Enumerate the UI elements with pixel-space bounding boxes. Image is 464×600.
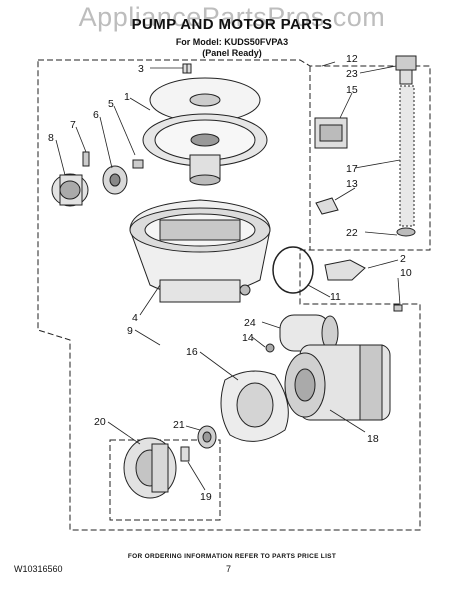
hose-assembly-part-17 xyxy=(395,55,417,237)
callout-24: 24 xyxy=(244,317,256,329)
callout-12: 12 xyxy=(346,53,358,65)
callout-6: 6 xyxy=(93,109,99,121)
callout-2: 2 xyxy=(400,253,406,265)
seal-part-5 xyxy=(132,159,144,169)
callout-13: 13 xyxy=(346,178,358,190)
callout-5: 5 xyxy=(108,98,114,110)
document-number: W10316560 xyxy=(14,564,63,574)
pump-cover-part-8 xyxy=(51,173,89,207)
callout-1: 1 xyxy=(124,91,130,103)
callout-11: 11 xyxy=(330,291,341,303)
model-line: For Model: KUDS50FVPA3 xyxy=(175,37,289,47)
callout-21: 21 xyxy=(173,419,185,431)
ordering-note: FOR ORDERING INFORMATION REFER TO PARTS … xyxy=(127,553,337,560)
callout-15: 15 xyxy=(346,84,358,96)
callout-14: 14 xyxy=(242,332,254,344)
pump-housing-part-16 xyxy=(220,370,289,442)
callout-9: 9 xyxy=(127,325,133,337)
main-assembly-outline xyxy=(37,59,431,531)
page-number: 7 xyxy=(226,564,232,574)
impeller-part-6 xyxy=(102,165,128,195)
screw-part-7 xyxy=(82,151,90,167)
assembly-outlines xyxy=(37,59,431,531)
callout-3: 3 xyxy=(138,63,144,75)
gasket-ring-part-11 xyxy=(272,246,314,294)
callout-10: 10 xyxy=(400,267,412,279)
sump-housing-part-4 xyxy=(129,199,271,303)
clip-part-10 xyxy=(393,304,403,312)
screw-part-3 xyxy=(182,63,192,74)
callout-18: 18 xyxy=(367,433,379,445)
callout-19: 19 xyxy=(200,491,212,503)
callout-23: 23 xyxy=(346,68,358,80)
callout-20: 20 xyxy=(94,416,106,428)
panel-line: (Panel Ready) xyxy=(202,48,262,58)
sensor-part-15 xyxy=(314,117,348,149)
callout-17: 17 xyxy=(346,163,358,175)
callout-22: 22 xyxy=(346,227,358,239)
page-title: PUMP AND MOTOR PARTS xyxy=(131,16,333,33)
filter-assembly-part-1 xyxy=(142,77,268,186)
motor-assembly-part-18 xyxy=(284,344,391,421)
motor-part-24 xyxy=(279,314,339,352)
watermark: AppliancePartsPros.com xyxy=(78,2,386,32)
callout-16: 16 xyxy=(186,346,198,358)
bracket-part-13 xyxy=(315,197,339,215)
washer-part-19 xyxy=(180,446,190,462)
bracket-part-2 xyxy=(324,259,366,281)
callout-labels: 3 1 5 6 7 8 12 23 15 17 13 22 2 10 11 4 … xyxy=(48,53,412,503)
leader-lines xyxy=(55,61,401,491)
callout-7: 7 xyxy=(70,119,76,131)
impeller-housing-part-20 xyxy=(123,437,177,499)
screw-part-14 xyxy=(265,343,275,353)
callout-8: 8 xyxy=(48,132,54,144)
seal-part-21 xyxy=(197,425,217,449)
motor-sub-outline xyxy=(109,439,221,521)
callout-4: 4 xyxy=(132,312,138,324)
